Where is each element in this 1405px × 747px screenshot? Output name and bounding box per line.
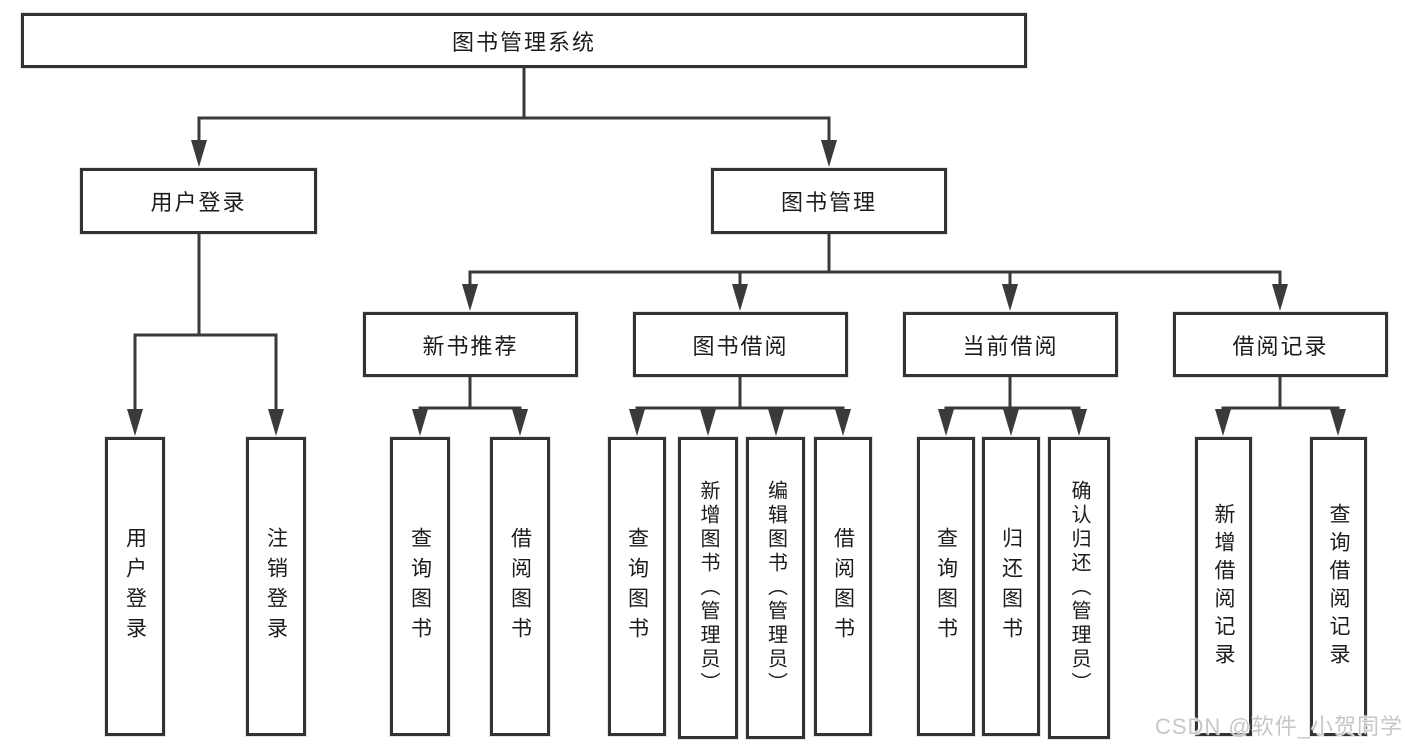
leaf-logout: 注销登录 — [246, 437, 306, 736]
leaf-add-books-admin-label: 新增图书（管理员） — [697, 480, 719, 696]
leaf-return-books-label: 归还图书 — [999, 526, 1023, 647]
leaf-query-borrow-record-label: 查询借阅记录 — [1327, 502, 1350, 671]
node-root-label: 图书管理系统 — [451, 29, 596, 55]
leaf-borrow-books-recommend: 借阅图书 — [490, 437, 550, 736]
leaf-user-login: 用户登录 — [105, 437, 165, 736]
leaf-logout-label: 注销登录 — [264, 526, 288, 647]
node-new-book-recommend: 新书推荐 — [363, 312, 578, 377]
leaf-query-borrow-record: 查询借阅记录 — [1310, 437, 1367, 736]
leaf-query-books-borrow: 查询图书 — [608, 437, 666, 736]
leaf-query-books-recommend-label: 查询图书 — [408, 526, 432, 647]
node-book-borrow-label: 图书借阅 — [692, 333, 789, 359]
leaf-query-books-current-label: 查询图书 — [934, 526, 958, 647]
node-book-management-label: 图书管理 — [780, 190, 877, 215]
leaf-user-login-label: 用户登录 — [123, 526, 147, 647]
node-user-login-module: 用户登录 — [80, 168, 317, 234]
leaf-add-books-admin: 新增图书（管理员） — [678, 437, 738, 739]
node-root-system: 图书管理系统 — [21, 13, 1027, 68]
leaf-add-borrow-record-label: 新增借阅记录 — [1212, 502, 1235, 671]
leaf-borrow-books: 借阅图书 — [814, 437, 872, 736]
leaf-query-books-recommend: 查询图书 — [390, 437, 450, 736]
leaf-return-books: 归还图书 — [982, 437, 1040, 736]
leaf-confirm-return-admin: 确认归还（管理员） — [1048, 437, 1110, 739]
node-borrow-record-label: 借阅记录 — [1232, 333, 1329, 359]
csdn-watermark: CSDN @软件_小贺同学 — [1154, 714, 1403, 739]
leaf-edit-books-admin: 编辑图书（管理员） — [746, 437, 805, 739]
leaf-borrow-books-label: 借阅图书 — [831, 526, 855, 647]
node-current-borrow: 当前借阅 — [903, 312, 1118, 377]
leaf-add-borrow-record: 新增借阅记录 — [1195, 437, 1252, 736]
node-new-book-recommend-label: 新书推荐 — [422, 333, 519, 359]
node-borrow-record: 借阅记录 — [1173, 312, 1388, 377]
node-book-borrow: 图书借阅 — [633, 312, 848, 377]
node-user-login-label: 用户登录 — [150, 190, 247, 215]
node-current-borrow-label: 当前借阅 — [962, 333, 1059, 359]
leaf-query-books-borrow-label: 查询图书 — [625, 526, 649, 647]
node-book-management-module: 图书管理 — [711, 168, 947, 234]
leaf-borrow-books-recommend-label: 借阅图书 — [508, 526, 532, 647]
leaf-confirm-return-admin-label: 确认归还（管理员） — [1068, 480, 1090, 696]
leaf-edit-books-admin-label: 编辑图书（管理员） — [764, 480, 787, 696]
leaf-query-books-current: 查询图书 — [917, 437, 975, 736]
